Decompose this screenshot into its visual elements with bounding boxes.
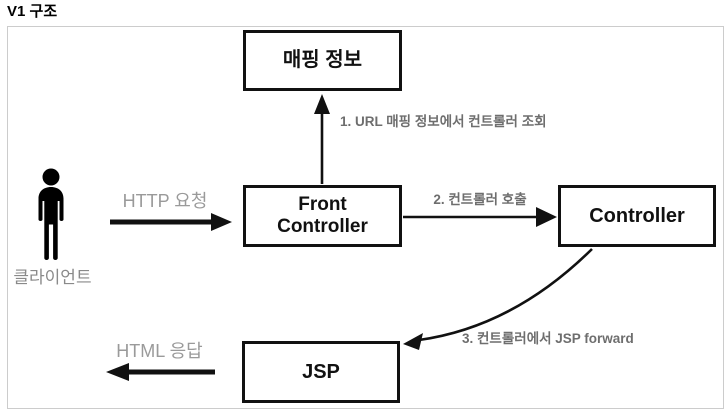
node-front-controller: Front Controller — [243, 185, 402, 247]
html-response-label: HTML 응답 — [116, 341, 203, 361]
step1-label: 1. URL 매핑 정보에서 컨트롤러 조회 — [340, 114, 547, 129]
node-jsp: JSP — [242, 341, 400, 403]
client-person-icon — [38, 168, 64, 260]
node-controller: Controller — [558, 185, 716, 247]
step3-label: 3. 컨트롤러에서 JSP forward — [462, 331, 634, 346]
page-title: V1 구조 — [7, 3, 58, 20]
node-controller-label: Controller — [589, 204, 685, 227]
client-label: 클라이언트 — [13, 268, 92, 287]
http-request-label: HTTP 요청 — [122, 191, 208, 211]
step2-label: 2. 컨트롤러 호출 — [433, 192, 527, 207]
node-jsp-label: JSP — [302, 360, 340, 383]
node-front-controller-label: Front Controller — [277, 194, 368, 237]
node-mapping-info: 매핑 정보 — [243, 30, 402, 91]
node-mapping-info-label: 매핑 정보 — [282, 49, 363, 71]
